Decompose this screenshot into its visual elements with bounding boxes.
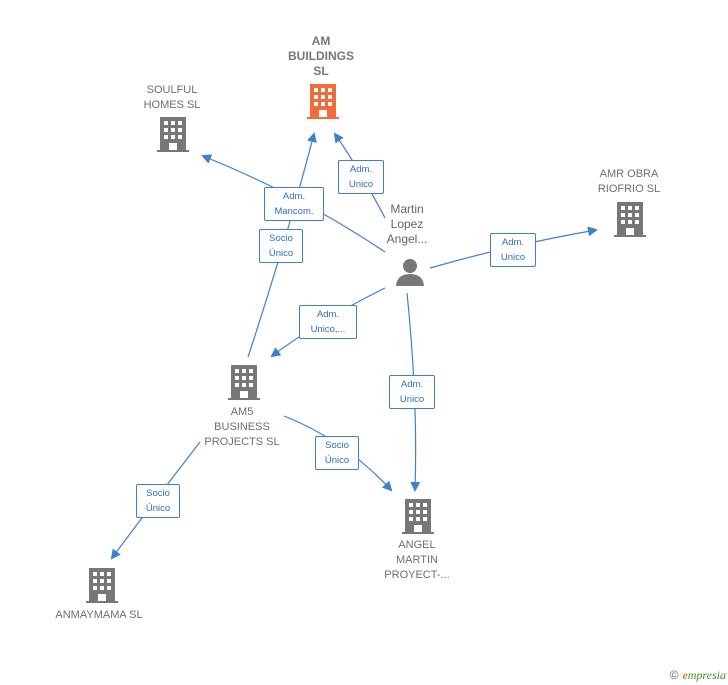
badge-line: Adm. (316, 309, 340, 320)
label-line: Lopez (390, 217, 424, 231)
badge-line: Socio (146, 488, 170, 499)
badge-line: Mancom. (274, 206, 314, 217)
edge-badge-socio-unico-angel[interactable]: Socio Único (315, 436, 359, 470)
badge-line: Único (324, 455, 350, 466)
label-line: RIOFRIO SL (597, 183, 661, 195)
node-label-martin-lopez: Martin Lopez Angel... (372, 202, 442, 247)
label-line: AM5 (230, 406, 254, 418)
brand-e: e (682, 668, 688, 682)
label-line: BUILDINGS (288, 49, 354, 63)
label-line: AMR OBRA (599, 168, 659, 180)
person-icon[interactable] (395, 257, 425, 287)
badge-line: Socio (269, 233, 293, 244)
badge-line: Único (268, 248, 294, 259)
building-icon[interactable] (228, 365, 260, 401)
label-line: ANMAYMAMA SL (55, 609, 143, 621)
edge-badge-adm-unico-amr[interactable]: Adm. Unico (490, 233, 536, 267)
label-line: MARTIN (396, 554, 438, 566)
label-line: AM (311, 34, 331, 48)
building-icon[interactable] (614, 202, 646, 238)
label-line: ANGEL (398, 539, 436, 551)
label-line: Angel... (386, 232, 428, 246)
label-line: PROYECT-... (384, 569, 450, 581)
badge-line: Adm. (501, 237, 525, 248)
badge-line: Unico,... (310, 324, 346, 335)
badge-line: Adm. (349, 164, 373, 175)
copyright-footer: ©empresia (670, 668, 726, 683)
label-line: PROJECTS SL (204, 436, 280, 448)
badge-line: Unico (348, 179, 374, 190)
copyright-symbol: © (669, 668, 679, 682)
edge-badge-adm-mancom[interactable]: Adm. Mancom. (264, 187, 324, 221)
node-label-anmaymama: ANMAYMAMA SL (44, 608, 154, 623)
edge-badge-adm-unico-angel[interactable]: Adm. Unico (389, 375, 435, 409)
edge-badge-adm-unico-am5[interactable]: Adm. Unico,... (299, 305, 357, 339)
building-icon-highlighted[interactable] (307, 84, 339, 120)
edge-badge-socio-unico-anmaymama[interactable]: Socio Único (136, 484, 180, 518)
badge-line: Unico (500, 252, 526, 263)
edge-badge-socio-unico-am[interactable]: Socio Único (259, 229, 303, 263)
label-line: SL (313, 64, 329, 78)
node-label-amr-obra: AMR OBRA RIOFRIO SL (586, 167, 672, 197)
badge-line: Único (145, 503, 171, 514)
node-label-am5-business: AM5 BUSINESS PROJECTS SL (196, 405, 288, 450)
edge-badge-adm-unico-am[interactable]: Adm. Unico (338, 160, 384, 194)
brand-name: mpresia (687, 668, 726, 682)
badge-line: Adm. (282, 191, 306, 202)
building-icon[interactable] (402, 499, 434, 535)
node-label-soulful-homes: SOULFUL HOMES SL (130, 83, 214, 113)
label-line: BUSINESS (214, 421, 270, 433)
node-label-angel-martin: ANGEL MARTIN PROYECT-... (376, 538, 458, 583)
building-icon[interactable] (86, 568, 118, 604)
badge-line: Adm. (400, 379, 424, 390)
label-line: SOULFUL (146, 84, 198, 96)
label-line: Martin (390, 202, 424, 216)
building-icon[interactable] (157, 117, 189, 153)
badge-line: Unico (399, 394, 425, 405)
badge-line: Socio (325, 440, 349, 451)
node-label-am-buildings: AM BUILDINGS SL (280, 34, 362, 79)
label-line: HOMES SL (143, 99, 201, 111)
